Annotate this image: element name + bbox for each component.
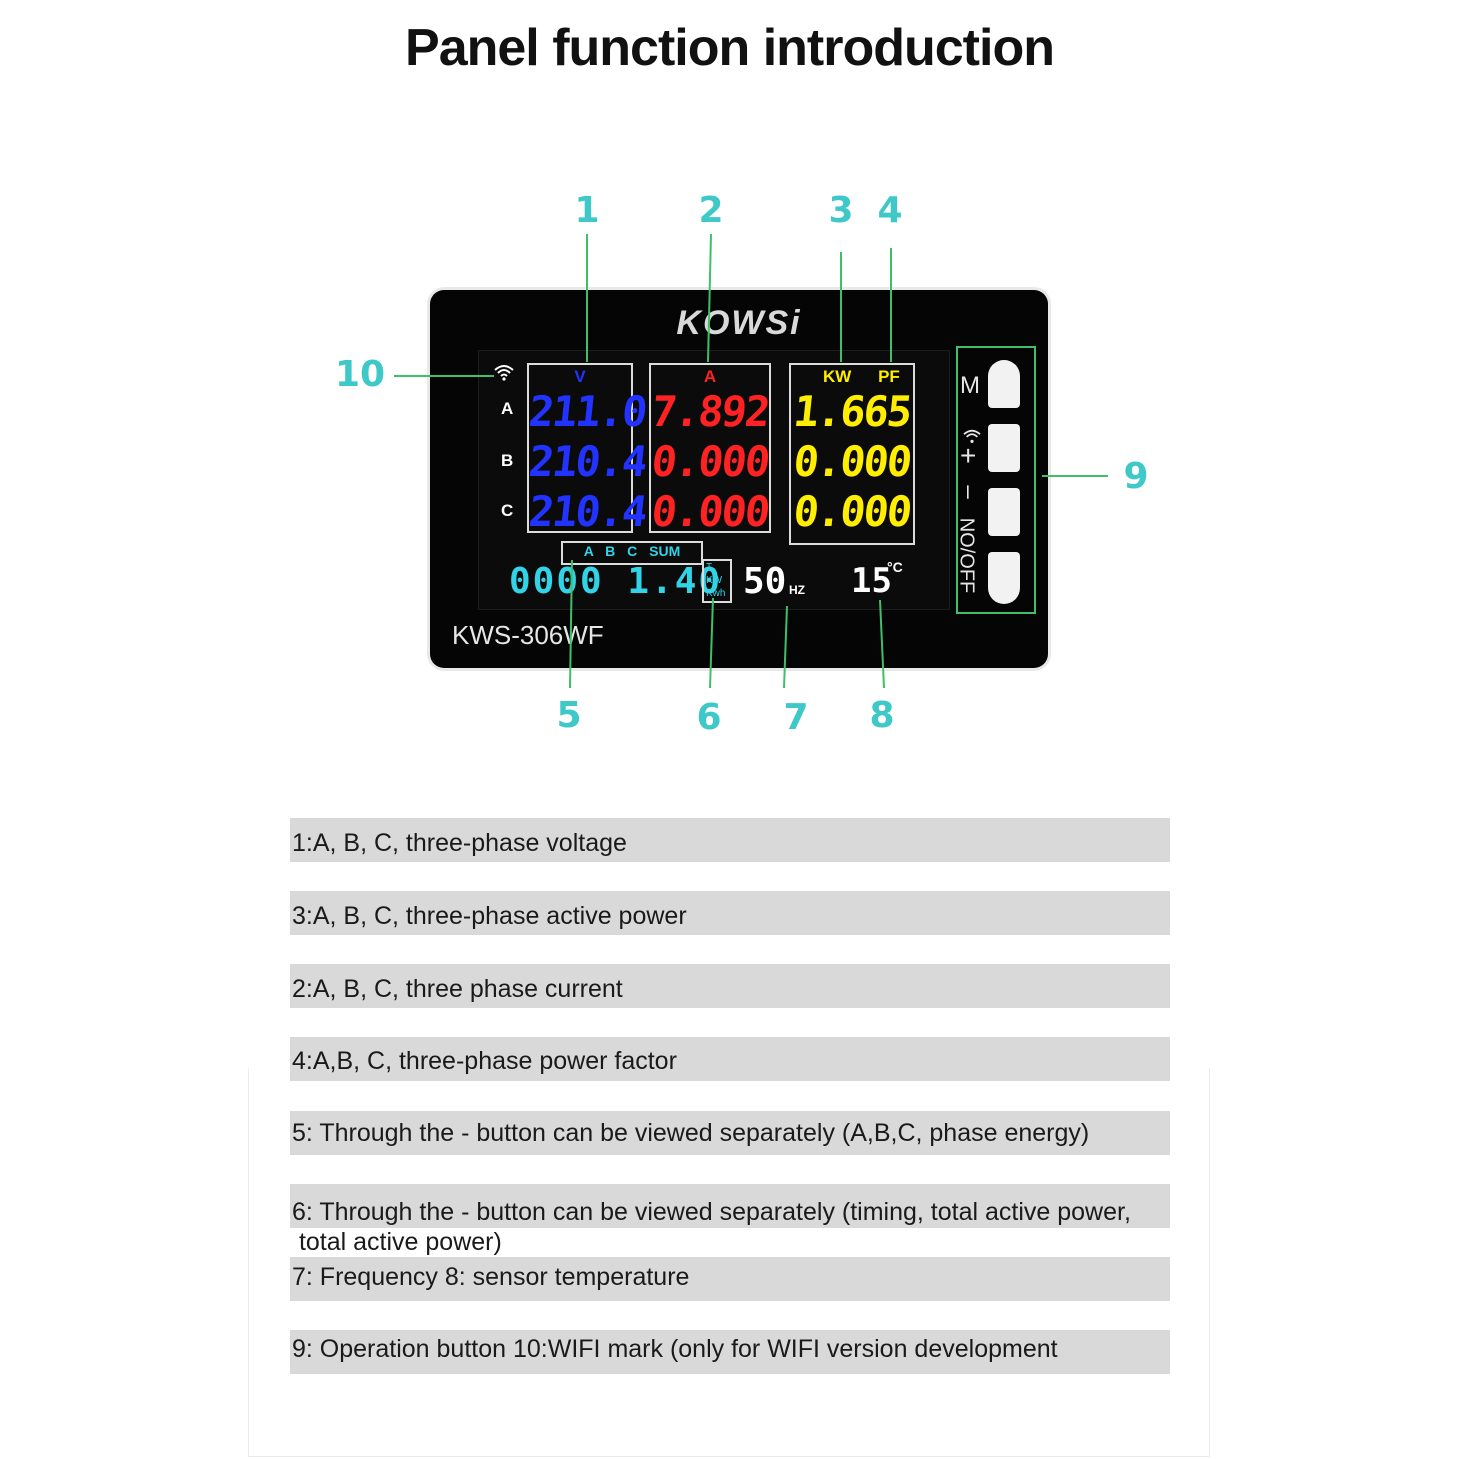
- callout-2: 2: [698, 190, 724, 231]
- current-c: 0.000: [649, 487, 771, 536]
- description-7-8: 7: Frequency 8: sensor temperature: [292, 1263, 690, 1291]
- description-6-cont: total active power): [292, 1228, 502, 1256]
- temperature-value: 15: [851, 561, 892, 601]
- page-title: Panel function introduction: [405, 19, 1055, 77]
- callout-7: 7: [783, 697, 809, 738]
- callout-4: 4: [877, 190, 903, 231]
- unit-kw: KW: [706, 575, 723, 586]
- meter-device: KOWSi A B C V 211.0 210.4 210.4 A 7.892 …: [430, 290, 1048, 668]
- description-1: 1:A, B, C, three-phase voltage: [292, 829, 627, 857]
- wifi-button-icon: [963, 429, 981, 443]
- callout-3: 3: [828, 190, 854, 231]
- callout-9: 9: [1123, 456, 1149, 497]
- unit-kwh: Kwh: [706, 588, 726, 599]
- phase-label-a: A: [501, 399, 514, 418]
- description-frame: [248, 1068, 1210, 1457]
- energy-value: 0000 1.40: [509, 561, 723, 602]
- callout-10: 10: [334, 354, 386, 395]
- minus-label: –: [955, 485, 983, 499]
- m-label: M: [960, 372, 980, 399]
- model-label: KWS-306WF: [452, 620, 604, 650]
- onoff-label: NO/OFF: [955, 517, 978, 594]
- unit-timing: T: [706, 562, 713, 573]
- frequency-unit: HZ: [789, 583, 805, 597]
- description-9-10: 9: Operation button 10:WIFI mark (only f…: [292, 1335, 1058, 1363]
- power-column: KW PF 1.665 0.000 0.000: [789, 363, 915, 545]
- kw-header: KW: [823, 367, 852, 386]
- list-item: [290, 1257, 1170, 1301]
- voltage-column: V 211.0 210.4 210.4: [526, 363, 649, 536]
- temperature-unit: °C: [887, 559, 903, 575]
- list-item: [290, 818, 1170, 862]
- callout-1: 1: [574, 190, 600, 231]
- plus-button[interactable]: [988, 424, 1020, 472]
- current-column: A 7.892 0.000 0.000: [649, 363, 771, 536]
- list-item: [290, 964, 1170, 1008]
- energy-unit-box: T KW Kwh: [702, 559, 732, 603]
- voltage-c: 210.4: [526, 487, 649, 536]
- callout-8: 8: [869, 695, 895, 736]
- description-3: 3:A, B, C, three-phase active power: [292, 902, 687, 930]
- description-4: 4:A,B, C, three-phase power factor: [292, 1047, 677, 1075]
- description-2: 2:A, B, C, three phase current: [292, 975, 623, 1003]
- operation-buttons: M + – NO/OFF: [955, 346, 1036, 614]
- wifi-icon: [494, 365, 514, 381]
- list-item: [290, 891, 1170, 935]
- onoff-button[interactable]: [988, 552, 1020, 604]
- current-a: 7.892: [649, 387, 771, 436]
- list-item: [290, 1184, 1170, 1228]
- energy-phase-labels: A B C SUM: [583, 543, 681, 559]
- list-item: [290, 1037, 1170, 1081]
- pf-header: PF: [878, 367, 900, 386]
- minus-button[interactable]: [988, 488, 1020, 536]
- current-header: A: [703, 367, 717, 386]
- energy-phase-selector: A B C SUM: [561, 541, 703, 565]
- voltage-header: V: [574, 367, 586, 386]
- power-b: 0.000: [791, 437, 913, 486]
- plus-label: +: [960, 440, 977, 471]
- phase-label-c: C: [501, 501, 514, 520]
- voltage-b: 210.4: [526, 437, 649, 486]
- current-b: 0.000: [649, 437, 771, 486]
- callout-6: 6: [696, 697, 722, 738]
- frequency-value: 50: [743, 561, 787, 602]
- voltage-a: 211.0: [526, 387, 649, 436]
- power-a: 1.665: [791, 387, 913, 436]
- list-item: [290, 1330, 1170, 1374]
- brand-logo: KOWSi: [676, 304, 802, 342]
- phase-label-b: B: [501, 451, 514, 470]
- description-6: 6: Through the - button can be viewed se…: [292, 1198, 1131, 1226]
- description-5: 5: Through the - button can be viewed se…: [292, 1119, 1090, 1147]
- list-item: [290, 1111, 1170, 1155]
- m-button[interactable]: [988, 360, 1020, 408]
- display-screen: A B C V 211.0 210.4 210.4 A 7.892 0.000 …: [478, 350, 950, 610]
- callout-5: 5: [556, 695, 582, 736]
- power-c: 0.000: [791, 487, 913, 536]
